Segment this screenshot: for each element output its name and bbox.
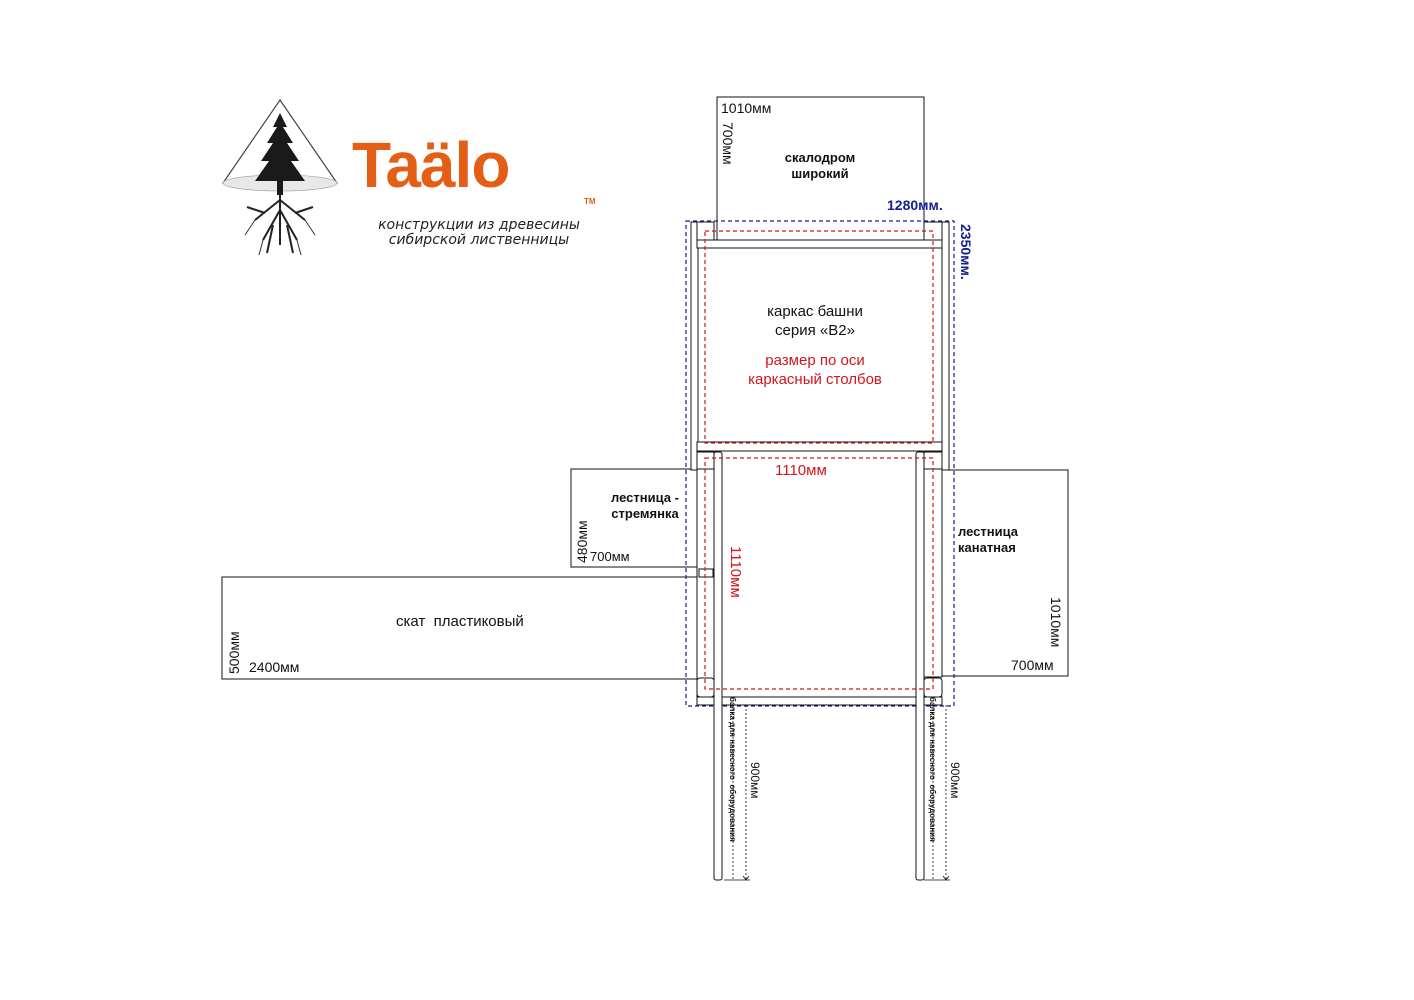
post-bottom-left	[696, 451, 715, 471]
slide-width: 500мм	[226, 631, 242, 674]
beam-left-length: 900мм	[748, 762, 762, 799]
brand-name: Taälo	[352, 129, 510, 201]
beam-middle	[696, 441, 943, 452]
beam-bottom	[696, 696, 943, 706]
slide-length: 2400мм	[249, 659, 300, 675]
tower-title: каркас башни серия «B2»	[767, 303, 863, 339]
post-top-left	[690, 221, 699, 471]
axis-length-dimension: 1110мм	[727, 546, 744, 598]
axis-outline-upper	[704, 230, 934, 444]
beam-left-label: балка для навесного оборудования	[728, 697, 737, 842]
climbing-wall-box	[716, 96, 925, 242]
step-ladder-width: 700мм	[590, 549, 630, 564]
step-ladder-label: лестница - стремянка	[611, 490, 679, 521]
rope-ladder-box	[940, 469, 1069, 677]
tagline-line-2: сибирской лиственницы	[388, 232, 570, 248]
climbing-wall-depth: 700мм	[720, 122, 736, 165]
beam-right-length: 900мм	[948, 762, 962, 799]
step-ladder-box	[570, 468, 700, 568]
axis-note: размер по оси каркасный столбов	[748, 352, 882, 388]
beam-top	[696, 239, 943, 249]
beam-right-label: балка для навесного оборудования	[928, 697, 937, 842]
outer-outline	[685, 220, 955, 707]
post-top-right	[941, 221, 950, 471]
axis-outline-lower	[704, 457, 934, 690]
axis-width-dimension: 1110мм	[775, 462, 827, 479]
climbing-wall-width: 1010мм	[721, 100, 772, 116]
tree-icon	[221, 98, 339, 256]
slide-box	[221, 576, 701, 680]
tagline-line-1: конструкции из древесины	[378, 217, 580, 233]
outer-width-dimension: 1280мм.	[887, 197, 943, 213]
slide-label: скат пластиковый	[396, 613, 524, 630]
step-ladder-depth: 480мм	[574, 520, 590, 563]
step-rung	[698, 568, 714, 578]
climbing-wall-label: скалодром широкий	[784, 150, 856, 181]
rope-ladder-width: 700мм	[1011, 657, 1054, 673]
rail-left-lower	[713, 451, 723, 881]
trademark-mark: TM	[584, 197, 596, 206]
rope-ladder-label: лестница канатная	[958, 524, 1018, 555]
rope-ladder-depth: 1010мм	[1048, 597, 1064, 648]
tagline: конструкции из древесины сибирской листв…	[368, 218, 590, 248]
outer-length-dimension: 2350мм.	[958, 224, 974, 280]
rail-right-lower	[915, 451, 925, 881]
